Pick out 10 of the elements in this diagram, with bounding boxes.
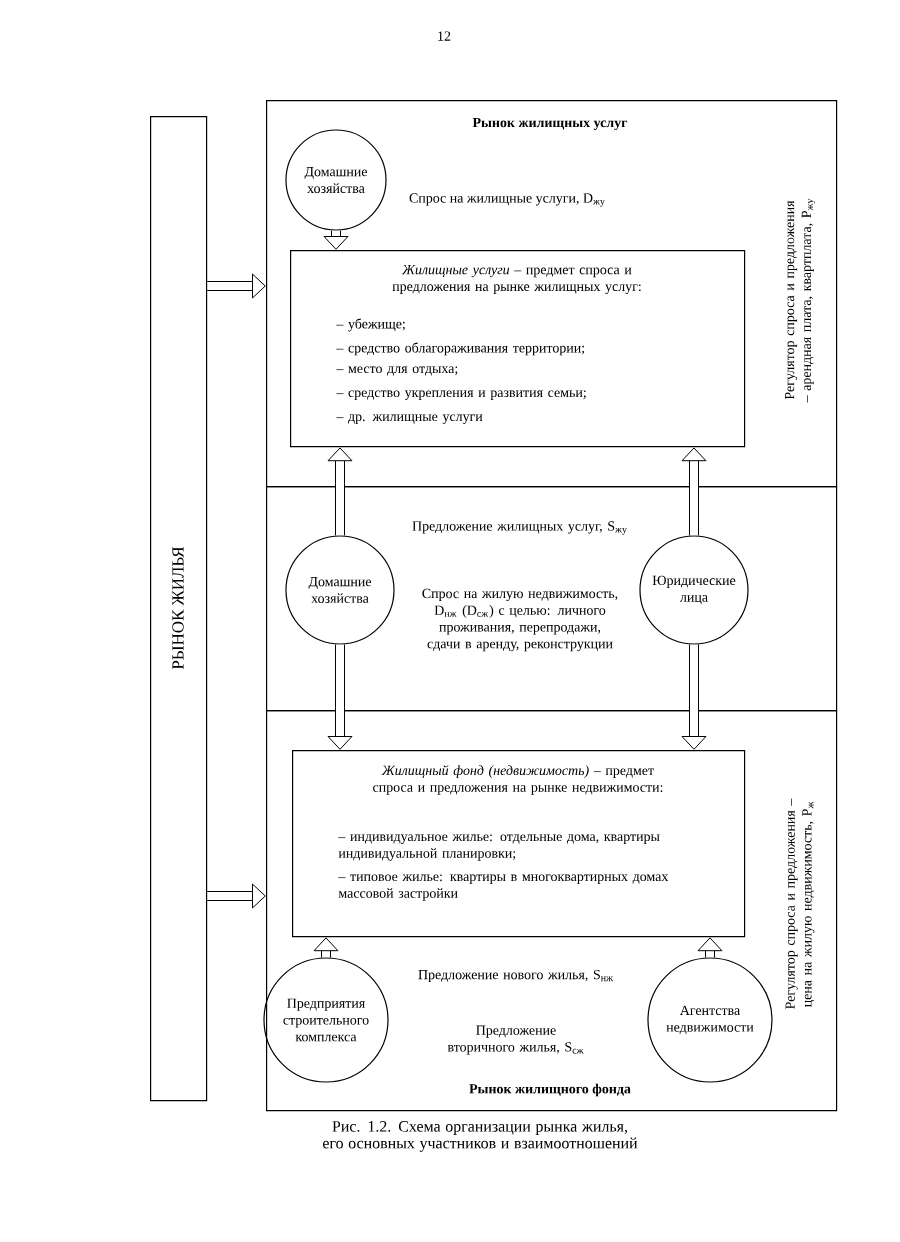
block-arrow [313, 937, 339, 958]
block-arrow [327, 447, 353, 536]
block-arrow [681, 447, 707, 536]
block-arrow [207, 273, 266, 299]
block-arrow [207, 883, 266, 909]
block-arrow [323, 230, 349, 250]
block-arrow [327, 644, 353, 750]
block-arrow [697, 937, 723, 958]
market-box: РЫНОК ЖИЛЬЯ [150, 116, 208, 1102]
block-arrow [681, 644, 707, 750]
